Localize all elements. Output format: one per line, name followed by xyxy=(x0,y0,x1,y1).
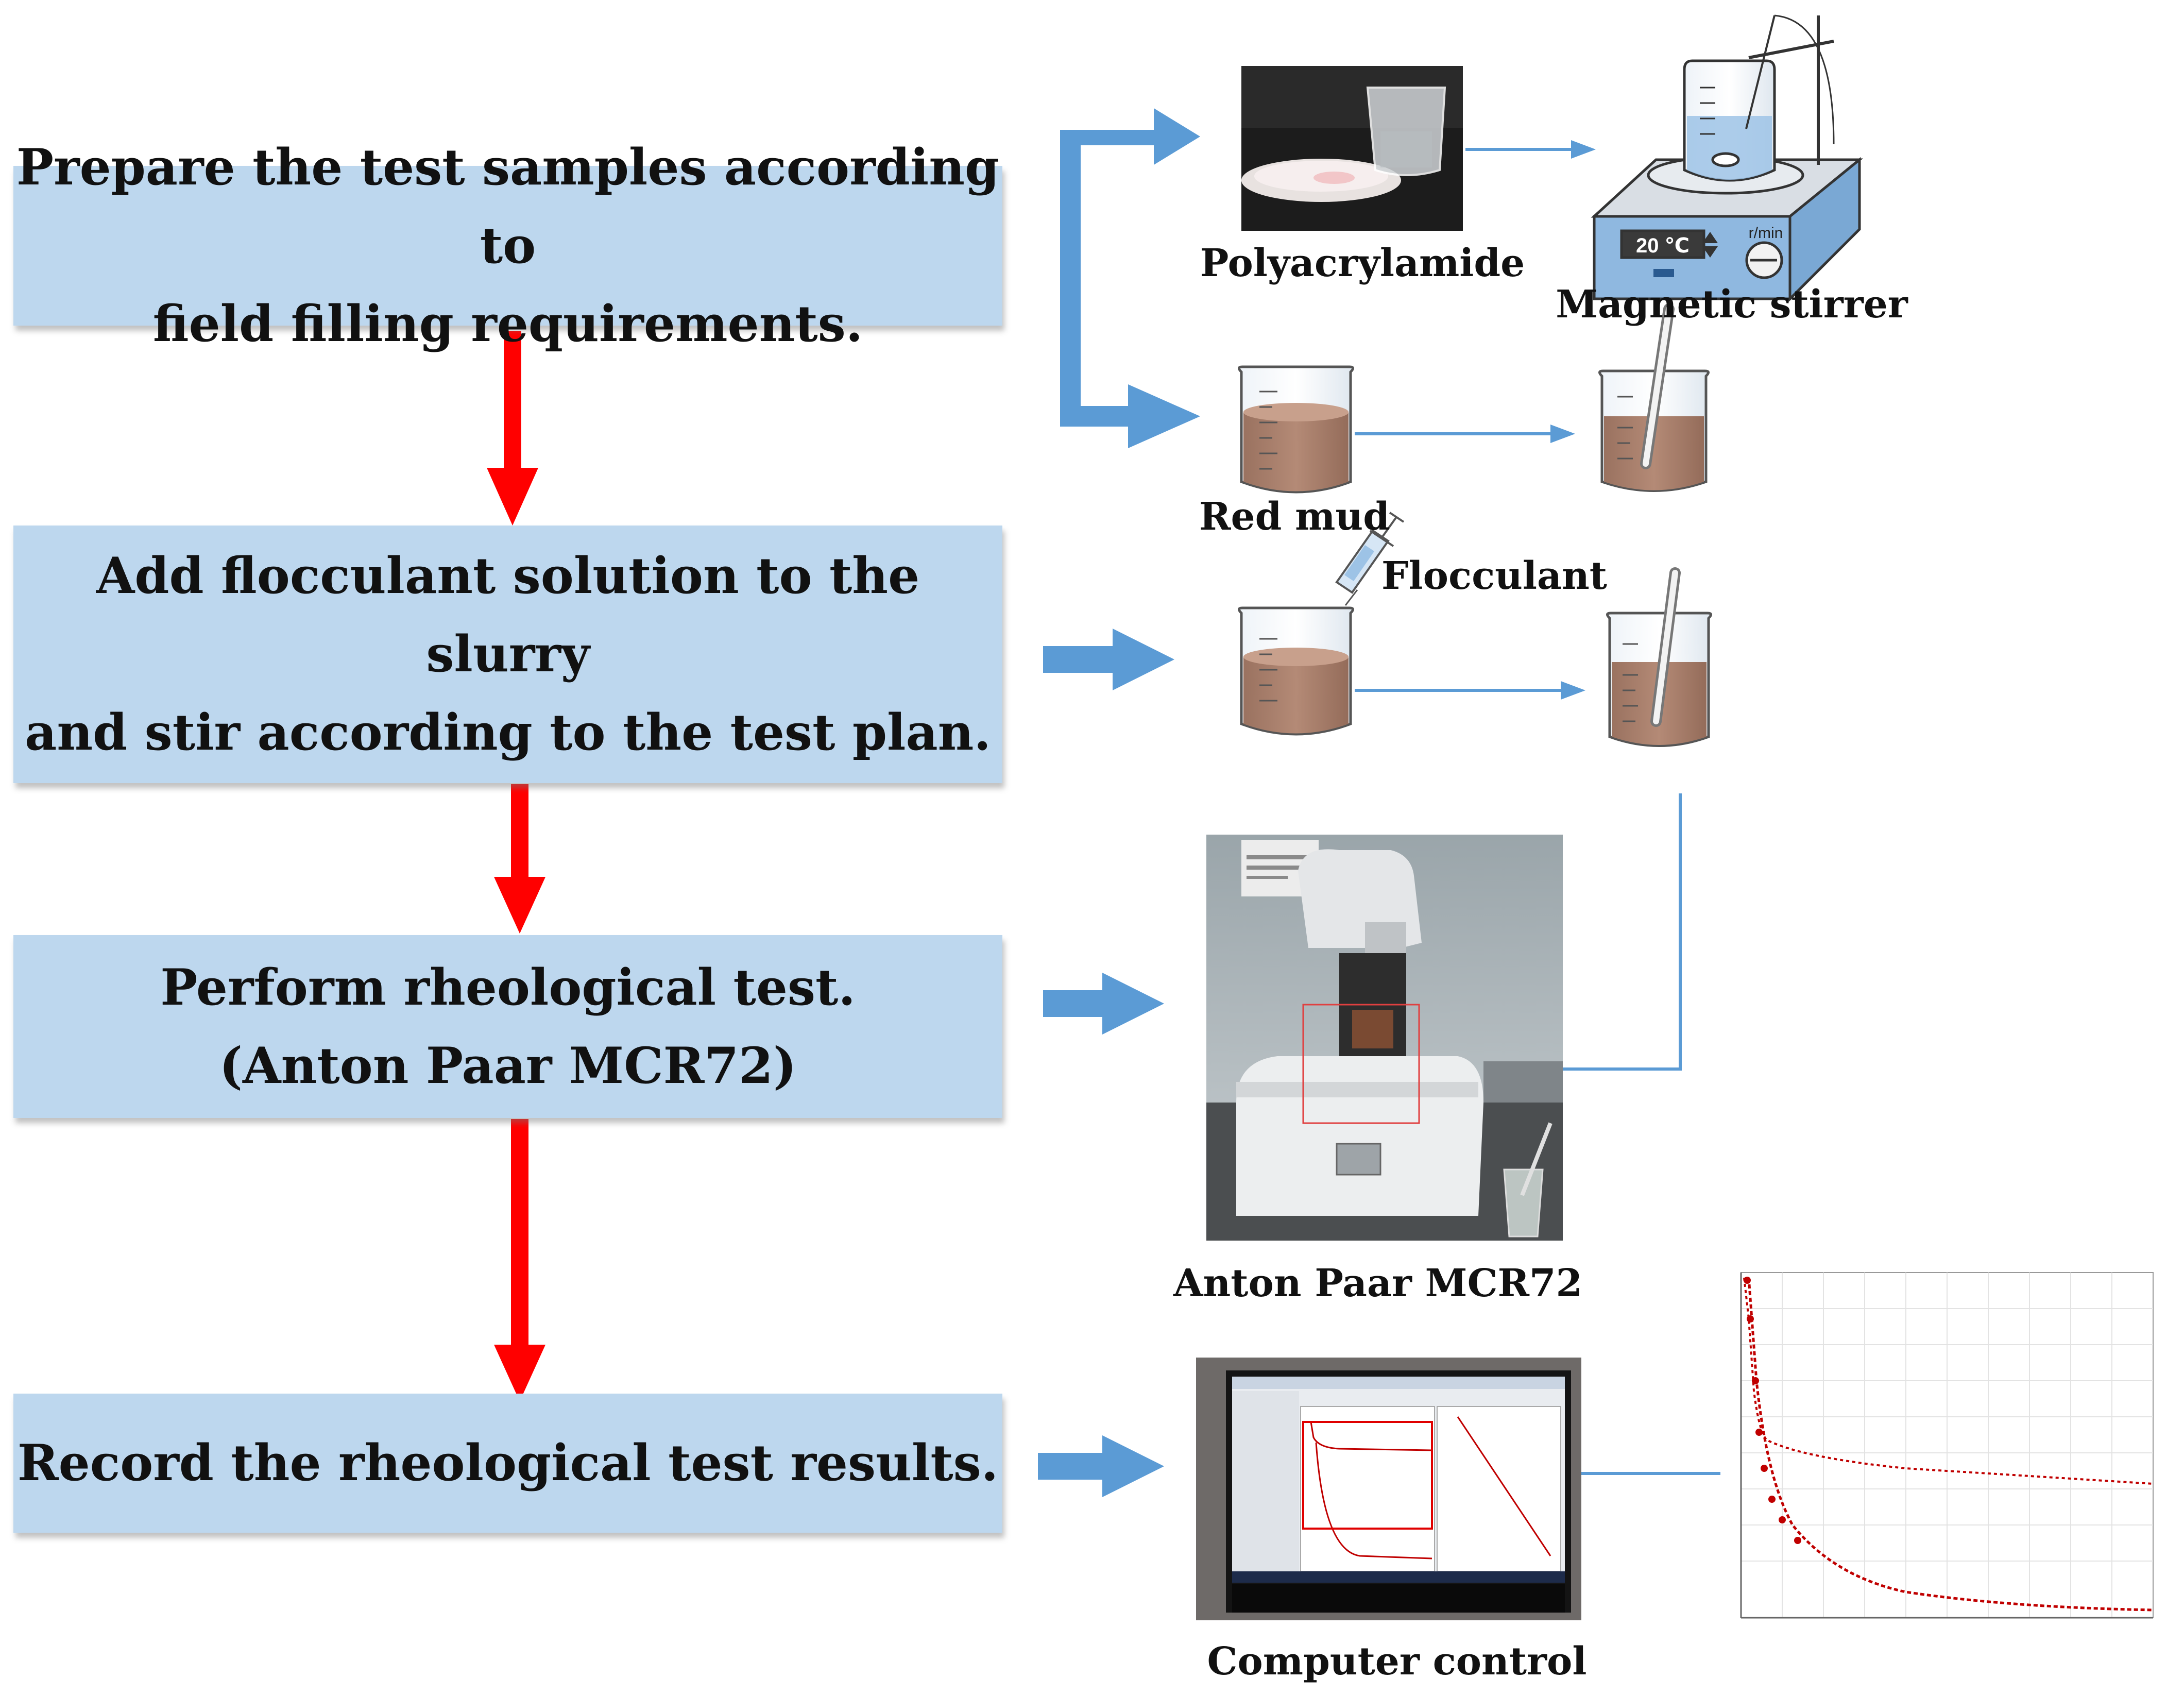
side-arrows xyxy=(1038,108,1200,1497)
label-red-mud: Red mud xyxy=(1199,495,1390,539)
step-text-3: Perform rheological test. (Anton Paar MC… xyxy=(160,958,856,1095)
step-text-4: Record the rheological test results. xyxy=(17,1434,999,1492)
bracket-top xyxy=(1060,108,1200,165)
label-magnetic-stirrer: Magnetic stirrer xyxy=(1556,282,1908,327)
label-polyacrylamide: Polyacrylamide xyxy=(1200,241,1525,285)
step-box-2: Add flocculant solution to the slurry an… xyxy=(13,526,1002,783)
arrow-step2 xyxy=(1043,629,1174,690)
stirrer-speed-unit: r/min xyxy=(1749,225,1783,242)
rheometer-photo xyxy=(1206,835,1563,1241)
magnetic-stirrer-icon: 20 ℃ r/min xyxy=(1591,14,1864,302)
step-box-4: Record the rheological test results. xyxy=(13,1394,1002,1533)
flocculated-beaker-icon xyxy=(1606,567,1712,747)
step-box-1: Prepare the test samples according to fi… xyxy=(13,138,1002,353)
step-text-1: Prepare the test samples according to fi… xyxy=(16,138,1000,353)
step-box-3: Perform rheological test. (Anton Paar MC… xyxy=(13,935,1002,1118)
arrow-step4 xyxy=(1038,1435,1164,1497)
label-rheometer: Anton Paar MCR72 xyxy=(1173,1261,1582,1306)
label-flocculant: Flocculant xyxy=(1381,554,1607,598)
syringe-icon xyxy=(1335,512,1405,606)
step-arrow-1 xyxy=(487,331,538,526)
rheology-curve xyxy=(1740,1272,2154,1619)
stirred-mud-beaker-icon xyxy=(1598,303,1710,492)
polyacrylamide-photo xyxy=(1241,66,1463,231)
step-arrow-2 xyxy=(494,784,545,934)
label-computer-control: Computer control xyxy=(1207,1639,1587,1684)
red-mud-beaker-icon xyxy=(1238,365,1354,494)
computer-photo xyxy=(1196,1358,1581,1620)
arrow-step3 xyxy=(1043,973,1164,1035)
step-arrows xyxy=(487,331,545,1401)
stirrer-temperature: 20 ℃ xyxy=(1636,234,1690,257)
flocculant-beaker-icon xyxy=(1238,606,1354,736)
step-text-2: Add flocculant solution to the slurry an… xyxy=(25,547,991,761)
step-arrow-3 xyxy=(494,1119,545,1401)
bracket-arrow xyxy=(1060,130,1200,448)
